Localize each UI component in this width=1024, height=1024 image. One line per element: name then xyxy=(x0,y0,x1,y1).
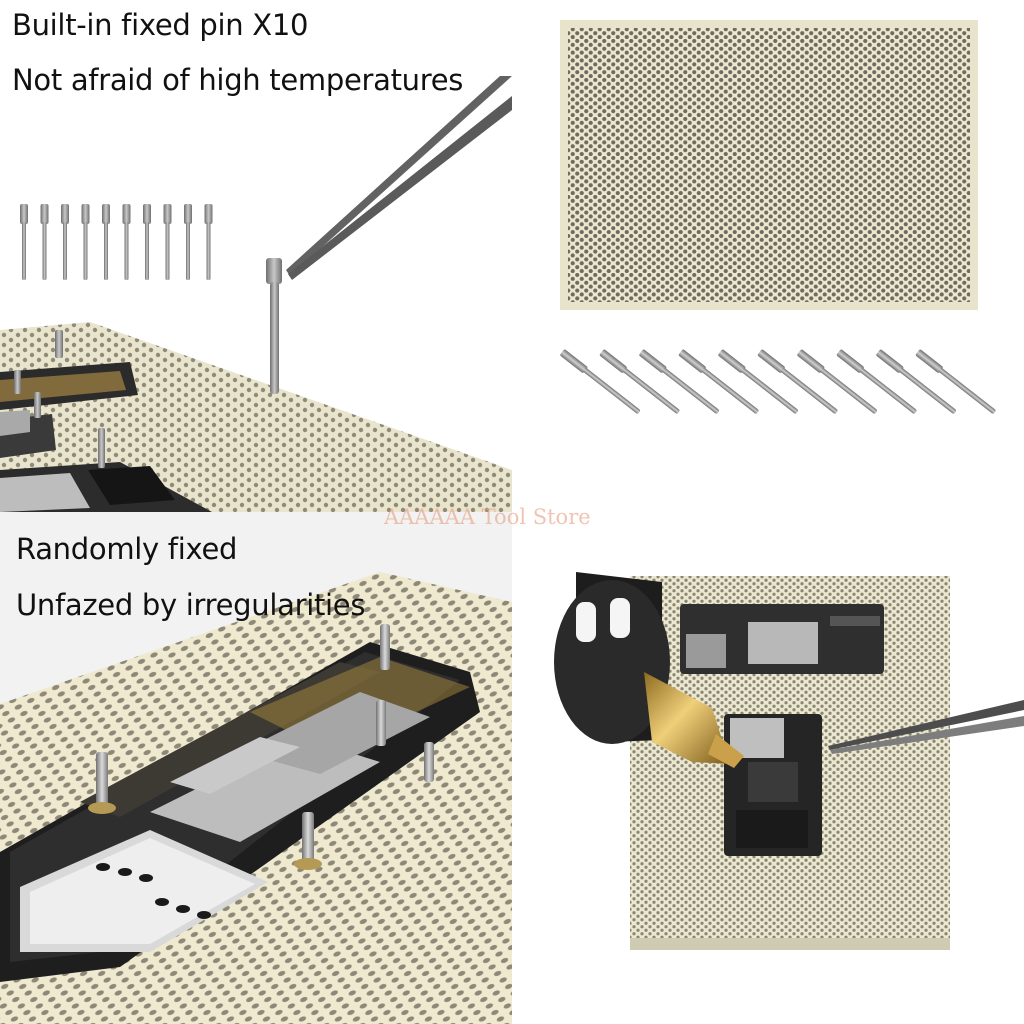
fixed-pin xyxy=(718,349,798,414)
fixed-pin xyxy=(122,204,131,280)
panel-honeycomb-board xyxy=(512,0,1024,512)
board-standoff-pins xyxy=(88,624,434,870)
fixed-pin xyxy=(102,204,110,280)
fixed-pin xyxy=(915,349,996,414)
panel-random-fix: Randomly fixed Unfazed by irregularities xyxy=(0,512,512,1024)
fixed-pin xyxy=(40,204,49,280)
fixed-pin xyxy=(81,204,90,280)
circuit-board xyxy=(0,362,212,512)
fixed-pin xyxy=(639,349,719,414)
fixed-pin xyxy=(204,204,213,280)
tweezers-icon xyxy=(286,76,512,280)
fixed-pin xyxy=(61,204,69,280)
fixed-pin xyxy=(163,204,172,280)
random-fix-illustration xyxy=(0,572,512,1024)
fixed-pin xyxy=(797,349,877,414)
board-standoff-pins xyxy=(14,330,105,468)
fixed-pin xyxy=(143,204,151,280)
fixed-pin xyxy=(836,349,917,414)
circuit-board-upper xyxy=(680,604,884,674)
heat-gun-demo-illustration xyxy=(554,572,1024,950)
fixed-pin xyxy=(599,349,680,414)
caption-high-temperatures: Not afraid of high temperatures xyxy=(12,63,464,97)
pin-set-diagonal xyxy=(560,349,996,414)
fixed-pin xyxy=(876,349,956,414)
heat-gun-icon xyxy=(554,572,744,768)
held-pin xyxy=(266,258,282,394)
caption-randomly-fixed: Randomly fixed xyxy=(16,532,238,566)
fixed-pin xyxy=(678,349,759,414)
caption-irregularities: Unfazed by irregularities xyxy=(16,588,366,622)
caption-builtin-pins: Built-in fixed pin X10 xyxy=(12,8,309,42)
store-watermark: AAAAAA Tool Store xyxy=(384,505,591,529)
fixed-pin xyxy=(184,204,192,280)
fixed-pin xyxy=(560,349,640,414)
circuit-board xyxy=(0,642,480,982)
builtin-pins-illustration xyxy=(0,76,512,512)
panel-heat-gun-demo xyxy=(512,512,1024,1024)
fixed-pin xyxy=(757,349,838,414)
pin-row-ten xyxy=(20,204,213,280)
tweezers-icon xyxy=(828,700,1024,754)
honeycomb-board-illustration xyxy=(560,20,996,414)
panel-builtin-pins: Built-in fixed pin X10 Not afraid of hig… xyxy=(0,0,512,512)
fixed-pin xyxy=(20,204,28,280)
circuit-board-lower xyxy=(724,714,822,856)
